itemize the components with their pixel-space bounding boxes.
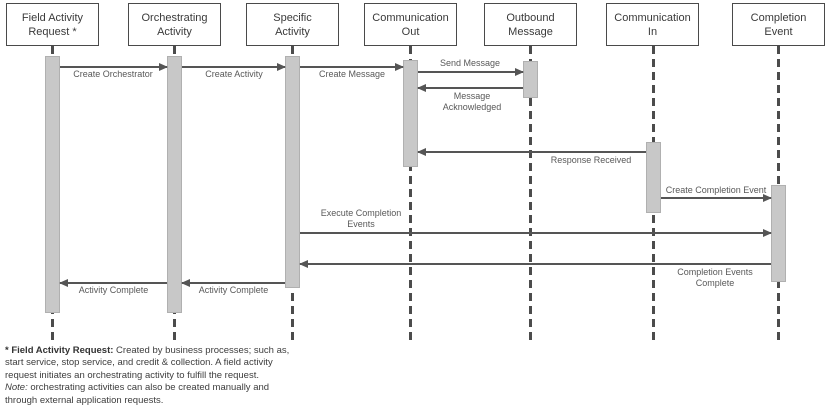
lifeline-head-field-activity-request: Field Activity Request * [6,3,99,46]
lifeline-head-outbound-message: Outbound Message [484,3,577,46]
activation-communication-in [646,142,661,213]
message-label: Completion Events Complete [677,267,753,288]
lifeline-title: Outbound Message [506,11,555,38]
lifeline-title: Communication In [614,11,691,38]
lifeline-title: Completion Event [750,11,807,38]
activation-field-activity-request [45,56,60,313]
lifeline-head-orchestrating-activity: Orchestrating Activity [128,3,221,46]
lifeline-communication-out [409,46,412,344]
message-label: Create Message [318,69,386,79]
footnote: * Field Activity Request: Created by bus… [5,345,305,407]
message-create-orchestrator [60,63,168,71]
message-completion-events-complete [299,260,771,268]
lifeline-title: Field Activity Request * [21,11,84,38]
footnote-line: start service, stop service, and credit … [5,357,273,369]
message-create-message [300,63,404,71]
message-execute-completion-events [300,229,772,237]
lifeline-title: Communication Out [372,11,449,38]
message-create-activity [182,63,286,71]
footnote-line: request initiates an orchestrating activ… [5,369,259,381]
message-activity-complete-specific [181,279,285,287]
activation-communication-out [403,60,418,167]
footnote-line: through external application requests. [5,394,164,406]
message-label: Create Activity [205,69,263,79]
message-label: Activity Complete [78,285,149,295]
message-response-received [417,148,646,156]
footnote-line: * Field Activity Request: Created by bus… [5,345,290,356]
activation-specific-activity [285,56,300,288]
lifeline-title: Orchestrating Activity [141,11,208,38]
lifeline-outbound-message [529,46,532,344]
message-label: Message Acknowledged [442,91,502,112]
message-label: Create Orchestrator [73,69,153,79]
message-label: Send Message [439,58,501,68]
message-label: Create Completion Event [665,185,767,195]
activation-outbound-message [523,61,538,98]
lifeline-head-communication-out: Communication Out [364,3,457,46]
message-send-message [418,68,524,76]
lifeline-head-completion-event: Completion Event [732,3,825,46]
lifeline-head-specific-activity: Specific Activity [246,3,339,46]
message-activity-complete-orchestrating [59,279,167,287]
activation-orchestrating-activity [167,56,182,313]
lifeline-title: Specific Activity [273,11,312,38]
message-label: Execute Completion Events [320,208,402,229]
message-create-completion-event [661,194,772,202]
lifeline-head-communication-in: Communication In [606,3,699,46]
message-label: Activity Complete [198,285,269,295]
activation-completion-event [771,185,786,282]
message-label: Response Received [550,155,632,165]
footnote-line: Note: orchestrating activities can also … [5,382,270,394]
footnote-note-term: Note: [5,382,28,394]
footnote-bold-term: * Field Activity Request: [5,345,114,356]
message-message-acknowledged [417,84,523,92]
